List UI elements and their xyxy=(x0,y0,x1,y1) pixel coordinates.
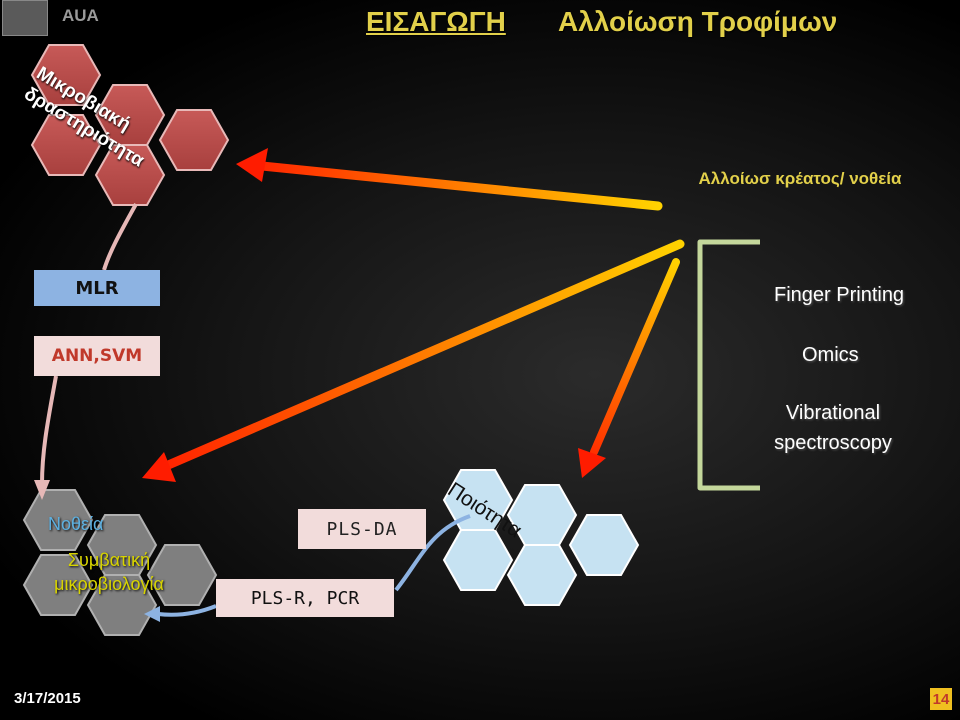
blue-hex-5 xyxy=(506,544,578,606)
technique-bracket xyxy=(697,239,760,491)
gray-hex-5 xyxy=(86,574,158,636)
red-hex-3 xyxy=(158,109,230,171)
spoilage-meat-label: Αλλοίωσ κρέατος/ νοθεία xyxy=(698,169,902,188)
logo-label: AUA xyxy=(62,6,99,25)
gray-hex-4 xyxy=(22,554,94,616)
red-hex-4 xyxy=(30,114,102,176)
red-hex-5 xyxy=(94,144,166,206)
omics-label: Omics xyxy=(802,344,859,366)
spoilage-hex-label: Νοθεία xyxy=(48,514,104,534)
quality-hex-cluster xyxy=(442,469,640,606)
arrow-to-microbial xyxy=(236,148,663,211)
arrow-to-gray-cluster xyxy=(142,239,685,482)
connector-pls-to-gray xyxy=(157,604,217,617)
ann-svm-box: ANN,SVM xyxy=(34,336,160,376)
blue-hex-2 xyxy=(506,484,578,546)
vibrational-spectroscopy-label: Vibrational spectroscopy xyxy=(774,402,892,454)
slide-date: 3/17/2015 xyxy=(14,690,81,707)
finger-printing-label: Finger Printing xyxy=(774,284,905,306)
gray-hex-cluster xyxy=(22,489,218,636)
connector-microbial-to-mlr xyxy=(102,203,138,271)
aua-logo-icon xyxy=(2,0,48,36)
pls-da-box: PLS-DA xyxy=(298,509,426,549)
pls-r-pcr-box: PLS-R, PCR xyxy=(216,579,394,617)
connector-ann-arrowhead xyxy=(34,480,50,500)
conventional-microbiology-label: Συμβατική μικροβιολογία xyxy=(54,550,164,594)
connector-quality-to-pls xyxy=(394,514,471,592)
connector-ann-to-gray xyxy=(40,375,58,485)
page-number: 14 xyxy=(930,688,952,710)
blue-hex-4 xyxy=(442,529,514,591)
title-intro: ΕΙΣΑΓΩΓΗ xyxy=(366,6,506,37)
microbial-hex-cluster xyxy=(30,44,230,206)
arrow-to-quality xyxy=(578,258,680,478)
page-title: Αλλοίωση Τροφίμων xyxy=(558,6,838,37)
connector-pls-arrowhead xyxy=(144,606,160,622)
red-hex-1 xyxy=(30,44,102,106)
mlr-box: MLR xyxy=(34,270,160,306)
gray-hex-3 xyxy=(146,544,218,606)
blue-hex-3 xyxy=(568,514,640,576)
